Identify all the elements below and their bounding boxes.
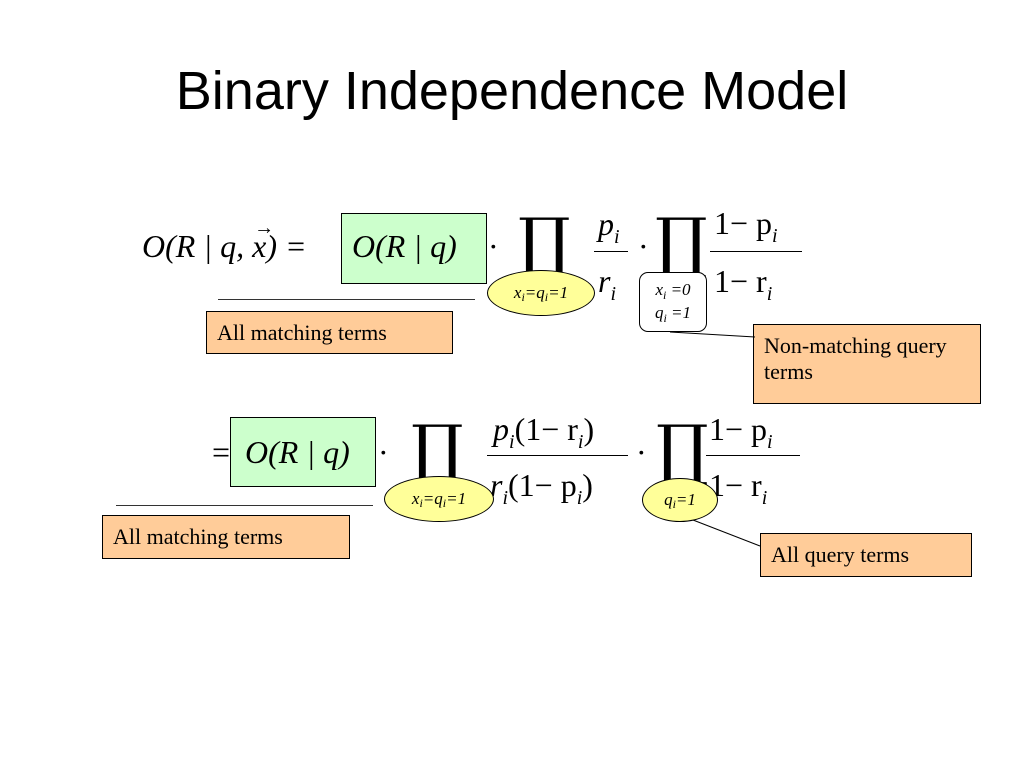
eq1-lhs-pre: O(R | q, <box>142 228 253 264</box>
eq2-dot-2: · <box>636 434 647 470</box>
eq2-product-1: ∏ <box>411 411 464 488</box>
eq2-frac2-numerator: 1− pi <box>709 411 773 453</box>
eq2-equals: = <box>212 434 231 470</box>
eq2-dot-1: · <box>378 434 389 470</box>
eq1-frac1-line <box>594 251 628 252</box>
eq1-product-1: ∏ <box>518 204 571 281</box>
label-all-matching-1: All matching terms <box>206 311 453 354</box>
eq1-product-2: ∏ <box>655 204 708 281</box>
eq1-frac2-numerator: 1− pi <box>714 205 778 247</box>
eq2-product-2: ∏ <box>656 411 709 488</box>
connector-non-matching <box>669 331 756 338</box>
eq2-frac1-denominator: ri(1− pi) <box>490 467 593 509</box>
underline-rule-2 <box>116 505 373 506</box>
eq1-dot-1: · <box>488 228 499 264</box>
eq1-lhs-post: ) = <box>266 228 307 264</box>
eq2-frac2-denominator: 1− ri <box>709 467 768 509</box>
eq2-frac2-line <box>706 455 800 456</box>
eq1-frac2-line <box>710 251 802 252</box>
label-all-matching-2: All matching terms <box>102 515 350 559</box>
eq1-lhs: O(R | q, x→) = <box>142 218 307 264</box>
eq1-frac1-numerator: pi <box>598 206 620 248</box>
condition-box-2: xi =0 qi =1 <box>639 272 707 332</box>
eq1-dot-2: · <box>638 228 649 264</box>
eq1-vector-x: x→ <box>252 218 274 264</box>
eq1-frac2-denominator: 1− ri <box>714 263 773 305</box>
eq2-frac1-line <box>487 455 628 456</box>
connector-all-query <box>692 519 761 547</box>
eq2-frac1-numerator: pi(1− ri) <box>493 411 595 453</box>
eq1-green-box <box>341 213 487 284</box>
eq2-green-box <box>230 417 376 487</box>
eq1-vector-var: x <box>252 228 267 264</box>
underline-rule-1 <box>218 299 475 300</box>
eq1-green-term: O(R | q) <box>352 228 457 264</box>
slide-title: Binary Independence Model <box>175 61 849 121</box>
label-non-matching: Non-matching query terms <box>753 324 981 404</box>
vector-arrow-icon: → <box>254 217 275 239</box>
eq1-frac1-denominator: ri <box>598 263 617 305</box>
label-all-query: All query terms <box>760 533 972 577</box>
eq2-green-term: O(R | q) <box>245 434 350 470</box>
